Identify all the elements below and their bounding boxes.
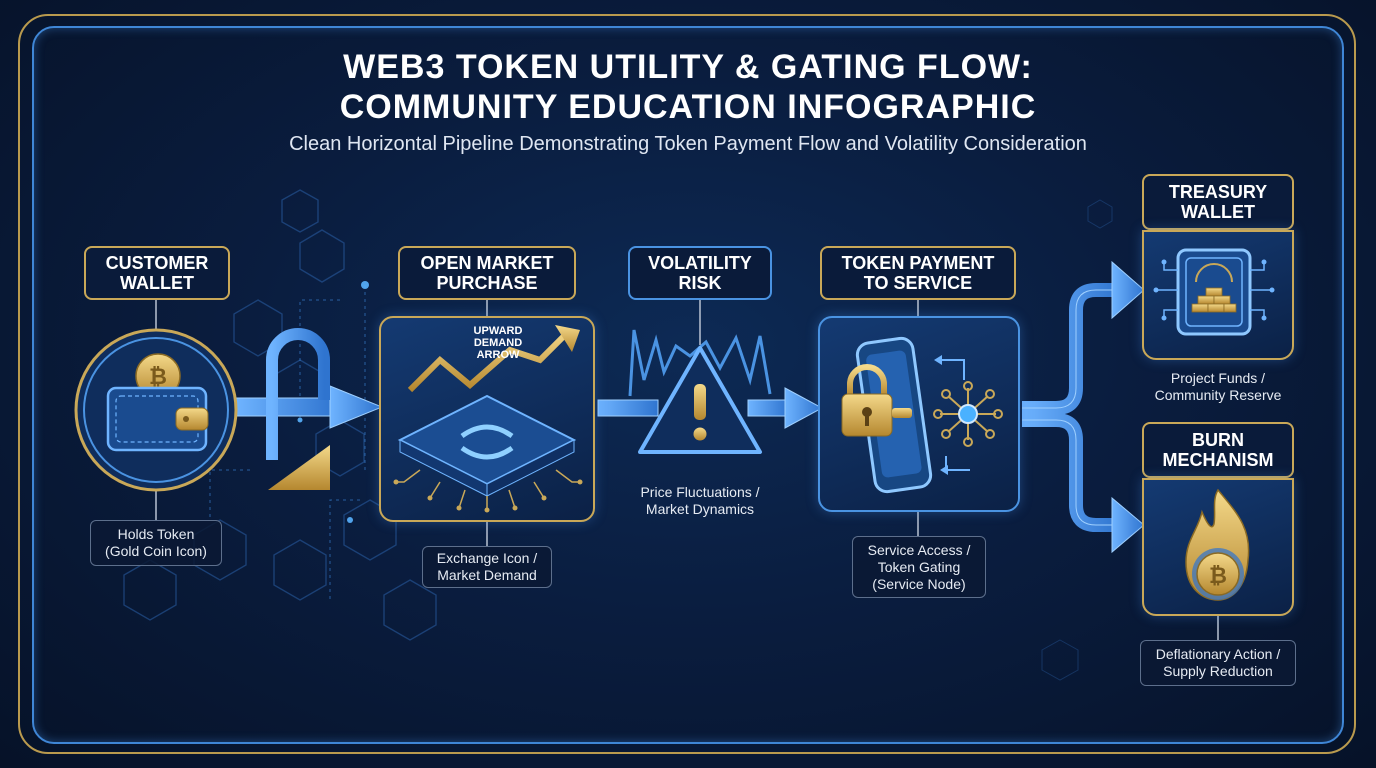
outer-gold-frame xyxy=(18,14,1356,754)
svg-text:₿: ₿ xyxy=(149,365,167,390)
customer-wallet-label: CUSTOMER WALLET xyxy=(84,246,230,300)
open-market-caption: Exchange Icon / Market Demand xyxy=(422,546,552,588)
arrow-market-to-volatility xyxy=(597,399,659,417)
open-market-label-text: OPEN MARKET PURCHASE xyxy=(420,253,554,293)
customer-wallet-label-text: CUSTOMER WALLET xyxy=(105,253,209,293)
upward-demand-arrow-text: UPWARD DEMAND ARROW xyxy=(473,325,523,361)
burn-label: BURN MECHANISM xyxy=(1142,422,1294,478)
inner-blue-frame xyxy=(32,26,1344,744)
arrow-split-treasury-burn xyxy=(1022,283,1120,532)
padlock-icon xyxy=(841,364,912,437)
volatility-label-text: VOLATILITY RISK xyxy=(648,253,752,293)
customer-wallet-caption: Holds Token (Gold Coin Icon) xyxy=(90,520,222,566)
open-market-label: OPEN MARKET PURCHASE xyxy=(398,246,576,300)
token-payment-label-text: TOKEN PAYMENT TO SERVICE xyxy=(841,253,995,293)
burn-caption: Deflationary Action / Supply Reduction xyxy=(1140,640,1296,686)
treasury-label-text: TREASURY WALLET xyxy=(1168,182,1268,222)
treasury-caption: Project Funds / Community Reserve xyxy=(1154,370,1282,403)
volatility-label: VOLATILITY RISK xyxy=(628,246,772,300)
subtitle: Clean Horizontal Pipeline Demonstrating … xyxy=(289,133,1087,155)
token-payment-caption: Service Access / Token Gating (Service N… xyxy=(852,536,986,598)
arrow-volatility-to-payment xyxy=(747,387,824,429)
burn-label-text: BURN MECHANISM xyxy=(1162,430,1274,470)
title-line-1: WEB3 TOKEN UTILITY & GATING FLOW: xyxy=(343,48,1033,86)
arrow-wallet-to-market xyxy=(235,328,384,490)
token-payment-label: TOKEN PAYMENT TO SERVICE xyxy=(820,246,1016,300)
title-line-2: COMMUNITY EDUCATION INFOGRAPHIC xyxy=(339,88,1037,126)
svg-text:₿: ₿ xyxy=(1209,564,1227,589)
treasury-label: TREASURY WALLET xyxy=(1142,174,1294,230)
volatility-caption: Price Fluctuations / Market Dynamics xyxy=(640,484,760,517)
